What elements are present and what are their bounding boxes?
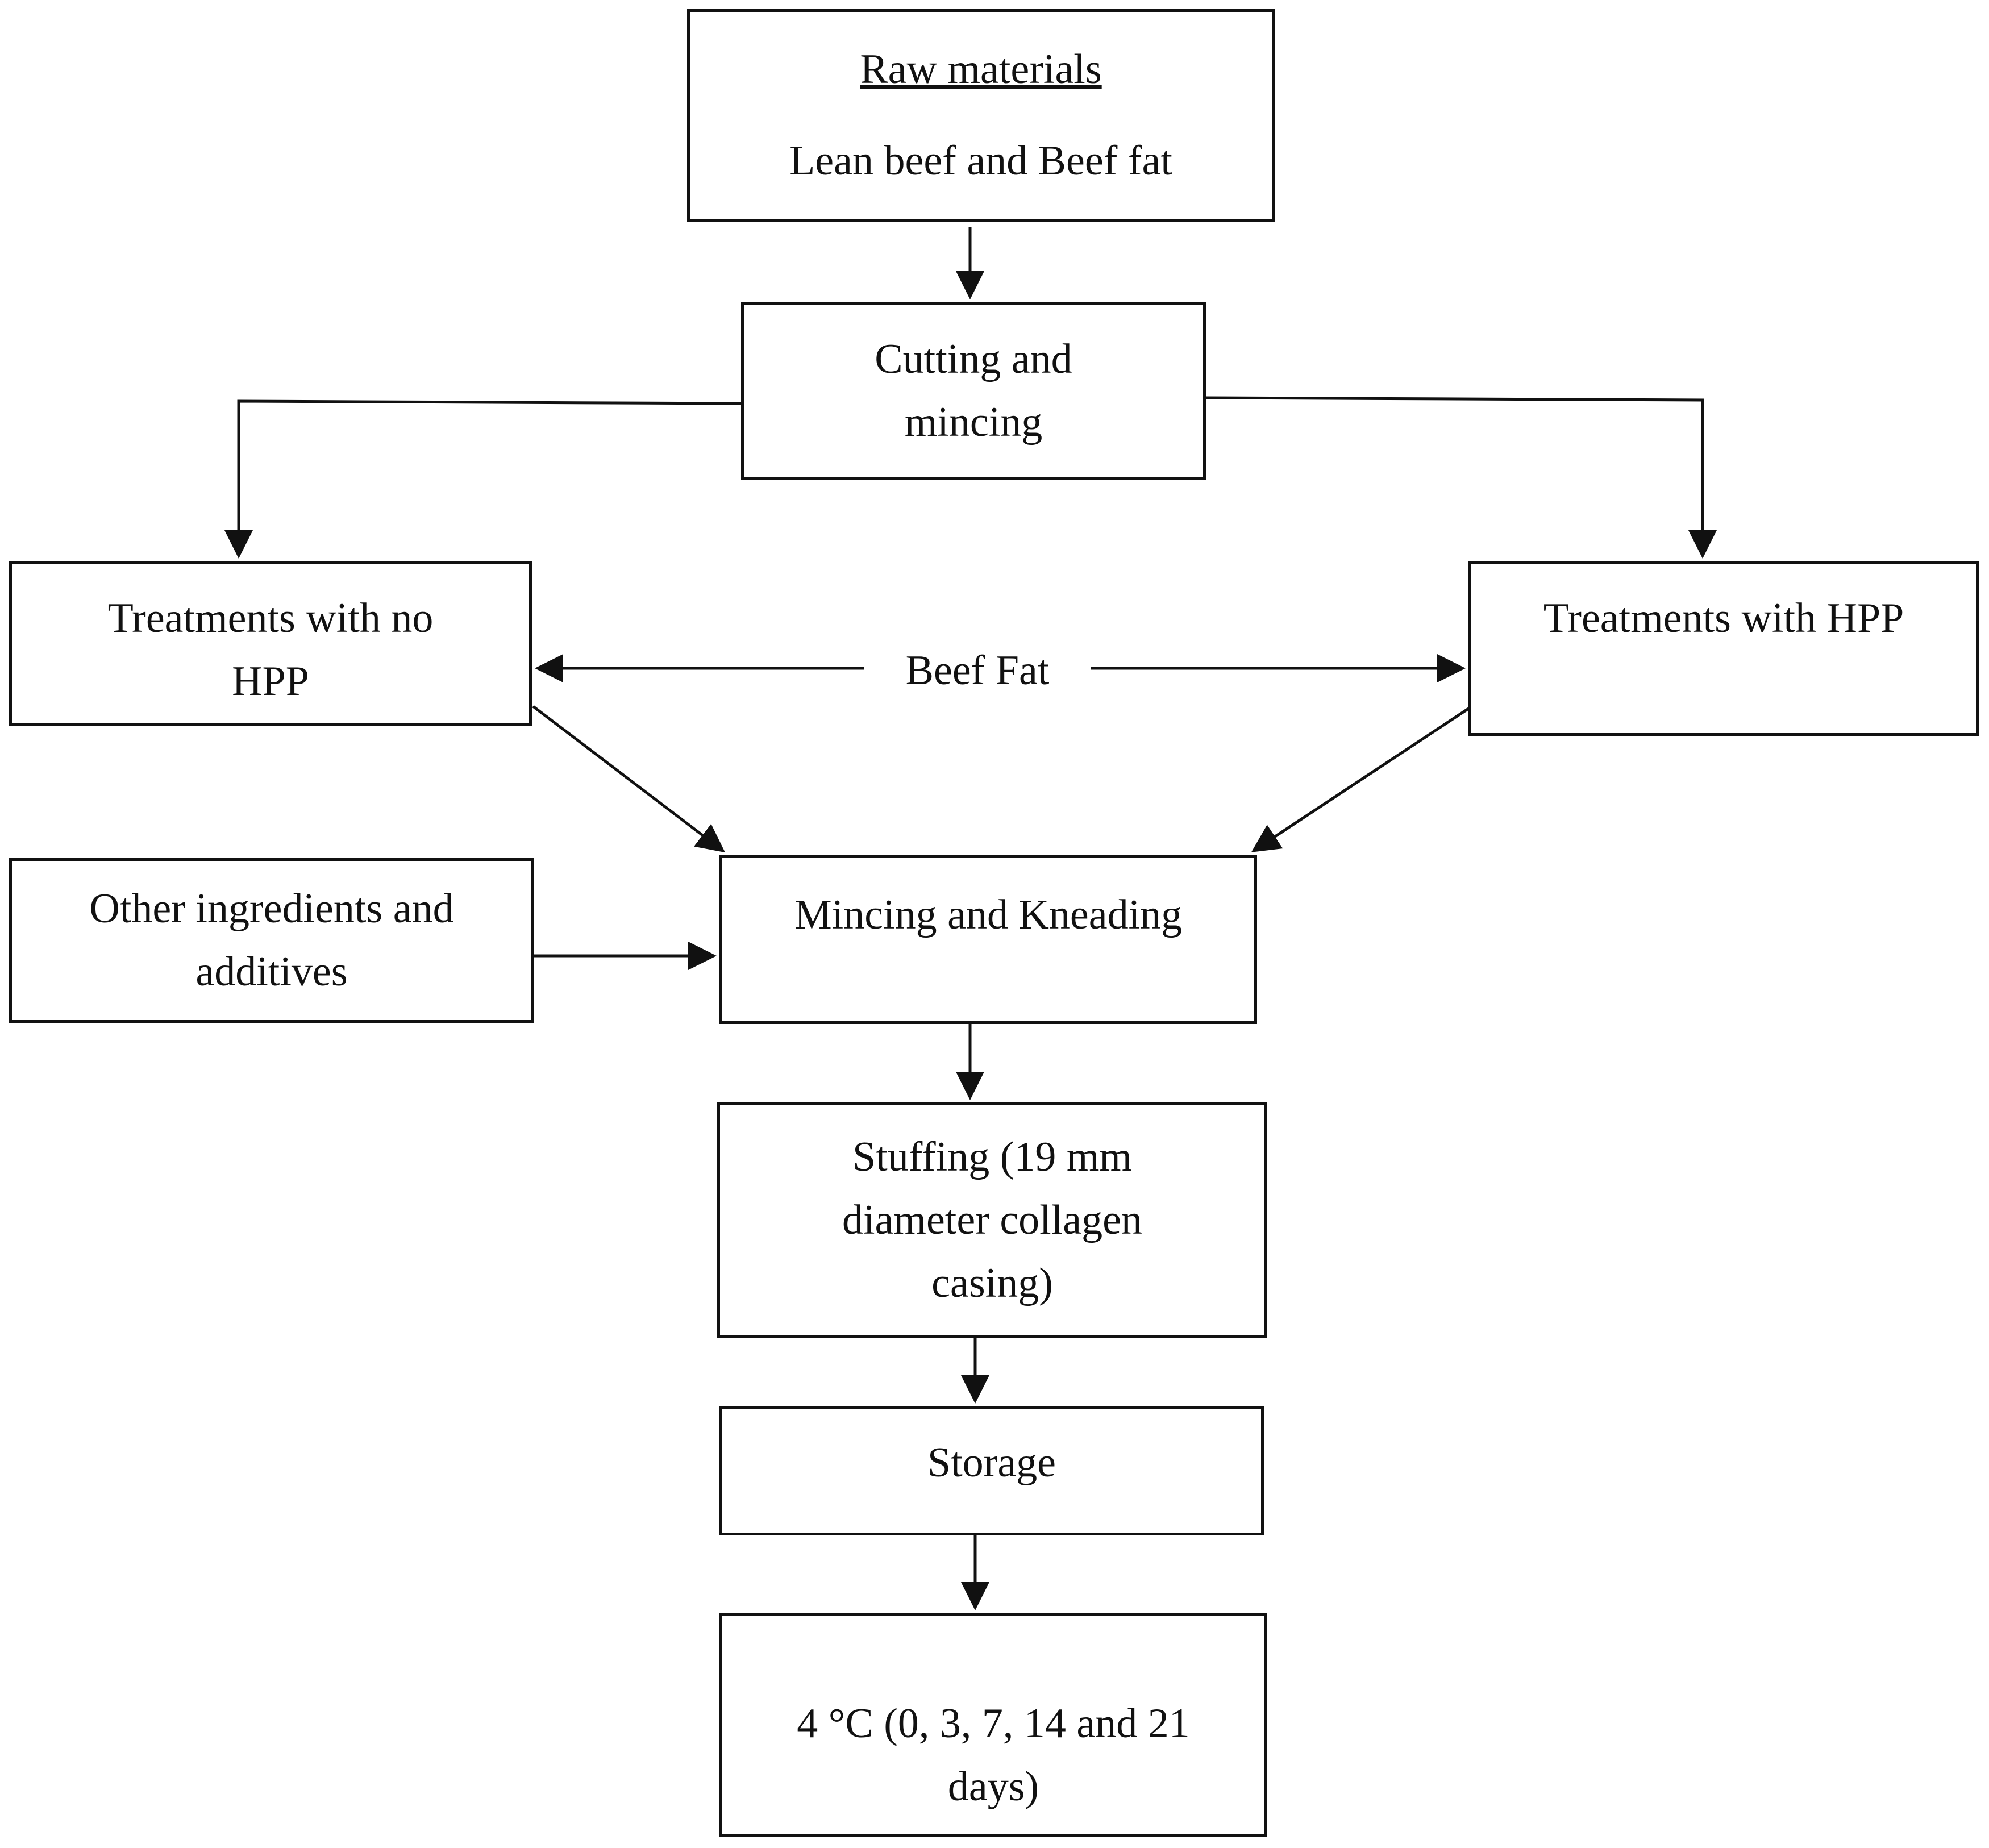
arrow-hpp-to-mixing	[1251, 707, 1470, 852]
mincing-kneading-node: Mincing and Kneading	[719, 855, 1257, 1024]
storage-node: Storage	[719, 1406, 1264, 1535]
other-line-1: Other ingredients and	[89, 885, 454, 932]
stuffing-line-1: Stuffing (19 mm	[852, 1133, 1132, 1180]
raw-materials-node: Raw materials Lean beef and Beef fat	[687, 9, 1275, 222]
arrow-cutting-to-hpp	[1205, 396, 1717, 559]
no-hpp-line-1: Treatments with no	[107, 595, 434, 642]
raw-materials-text: Lean beef and Beef fat	[789, 138, 1172, 184]
mixing-line-1: Mincing and Kneading	[794, 892, 1183, 938]
raw-materials-heading: Raw materials	[860, 46, 1102, 93]
cutting-line-1: Cutting and	[875, 335, 1072, 382]
arrow-cutting-to-no-hpp	[224, 399, 742, 559]
treatments-no-hpp-node: Treatments with no HPP	[9, 561, 532, 726]
stuffing-line-2: diameter collagen	[842, 1196, 1142, 1243]
storage-conditions-node: 4 °C (0, 3, 7, 14 and 21 days)	[719, 1613, 1267, 1837]
treatments-hpp-node: Treatments with HPP	[1468, 561, 1979, 736]
other-line-2: additives	[195, 948, 348, 995]
other-ingredients-node: Other ingredients and additives	[9, 858, 534, 1023]
hpp-line-1: Treatments with HPP	[1543, 595, 1904, 642]
cutting-line-2: mincing	[904, 398, 1043, 446]
beef-fat-label: Beef Fat	[864, 642, 1091, 699]
stuffing-line-3: casing)	[931, 1259, 1053, 1306]
no-hpp-line-2: HPP	[232, 658, 309, 705]
conditions-line-1: 4 °C (0, 3, 7, 14 and 21	[797, 1700, 1190, 1747]
arrow-no-hpp-to-mixing	[532, 705, 725, 853]
cutting-mincing-node: Cutting and mincing	[741, 302, 1206, 480]
conditions-line-2: days)	[947, 1763, 1039, 1810]
stuffing-node: Stuffing (19 mm diameter collagen casing…	[717, 1102, 1267, 1338]
storage-line-1: Storage	[927, 1439, 1056, 1486]
